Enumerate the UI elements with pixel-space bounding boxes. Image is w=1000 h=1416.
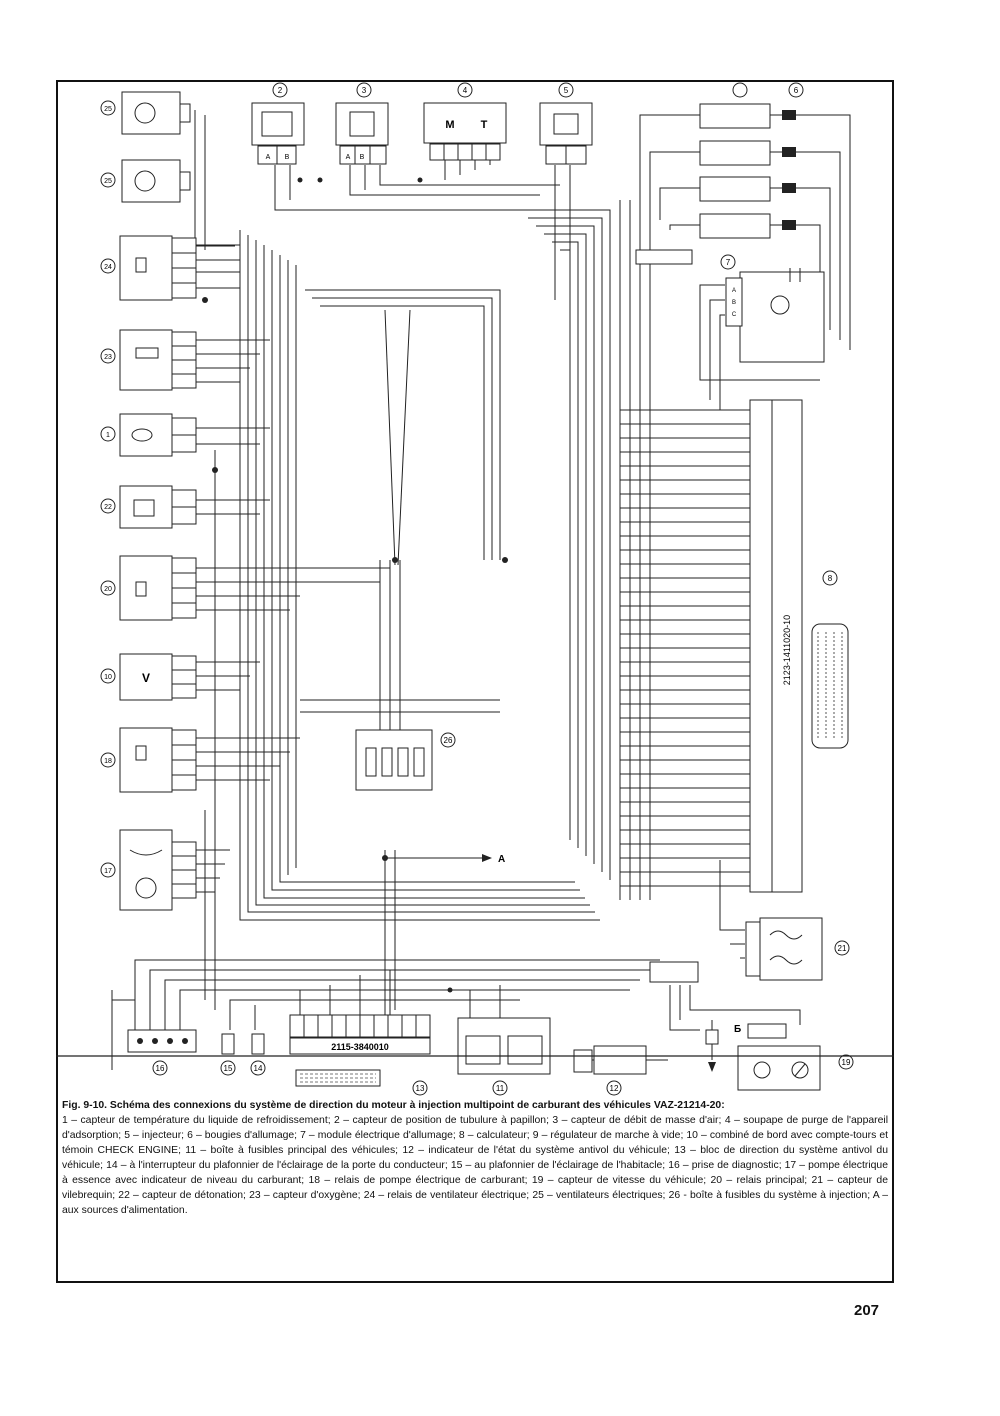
injector-label-m: M xyxy=(445,119,454,131)
component-23-oxygen-sensor: 23 xyxy=(100,329,197,391)
component-19-speed-sensor: 19 xyxy=(737,1023,854,1091)
component-number: 25 xyxy=(104,106,112,113)
svg-text:B: B xyxy=(360,154,365,161)
arrow-label-b: Б xyxy=(734,1024,741,1035)
component-number: 19 xyxy=(842,1058,851,1067)
component-12-immobilizer-indicator xyxy=(295,1069,381,1087)
component-number: 25 xyxy=(104,178,112,185)
component-15-cabin-light: 15 xyxy=(220,1033,236,1076)
component-number: 24 xyxy=(104,264,112,271)
component-number: 10 xyxy=(104,674,112,681)
svg-text:B: B xyxy=(732,300,736,306)
figure-title: Fig. 9-10. Schéma des connexions du syst… xyxy=(62,1100,725,1111)
harness-top-connections xyxy=(274,160,571,300)
component-4-injector-block: M T 4 xyxy=(423,82,507,161)
component-number: 5 xyxy=(564,86,569,95)
component-21-crankshaft-sensor: 21 xyxy=(745,917,850,981)
svg-text:A: A xyxy=(346,154,351,161)
component-number: 17 xyxy=(104,868,112,875)
component-number: 16 xyxy=(156,1064,165,1073)
component-number: 1 xyxy=(106,432,110,439)
component-25-fan-1: 25 xyxy=(100,91,191,135)
injector-label-t: T xyxy=(481,119,488,131)
component-8-ecu: 2123-1411020-10 8 xyxy=(749,399,849,893)
harness-bundle-center xyxy=(300,289,501,740)
component-3-air-mass-sensor: 3 A B xyxy=(335,82,389,165)
component-18-fuel-pump-relay: 18 xyxy=(100,727,197,793)
harness-right-connections xyxy=(639,114,851,959)
component-number: 18 xyxy=(104,758,112,765)
component-number: 15 xyxy=(224,1064,233,1073)
component-number: 8 xyxy=(828,574,833,583)
harness-ecu-pins xyxy=(620,409,750,887)
component-number: 22 xyxy=(104,504,112,511)
svg-text:C: C xyxy=(732,312,737,318)
ecu-part-number: 2123-1411020-10 xyxy=(782,615,792,685)
component-number: 26 xyxy=(444,736,453,745)
page-number: 207 xyxy=(854,1302,880,1319)
component-number: 7 xyxy=(726,258,731,267)
component-26-injection-fuse-box: 26 xyxy=(355,729,456,791)
component-number: 11 xyxy=(496,1084,505,1093)
svg-text:B: B xyxy=(285,154,290,161)
svg-text:A: A xyxy=(266,154,271,161)
component-number: 12 xyxy=(610,1084,619,1093)
component-5-purge-valve: 5 xyxy=(539,82,593,165)
wire-junctions xyxy=(202,177,508,993)
figure-legend: 1 – capteur de température du liquide de… xyxy=(62,1115,888,1216)
svg-text:A: A xyxy=(732,288,736,294)
component-7-ignition-module: 7 A B C xyxy=(720,254,825,363)
arrow-b-ground: Б xyxy=(705,1024,741,1072)
arrow-label-a: A xyxy=(498,854,505,865)
harness-bundle-left xyxy=(239,230,600,921)
component-number: 14 xyxy=(254,1064,263,1073)
arrow-a-power-sources: A xyxy=(400,854,505,865)
component-9-idle-regulator: 12 xyxy=(573,1045,668,1096)
component-number: 4 xyxy=(463,86,468,95)
component-20-main-relay: 20 xyxy=(100,555,197,621)
fuse-box-part-number: 2115-3840010 xyxy=(331,1042,389,1052)
component-10-instrument-cluster: V 10 xyxy=(100,653,197,701)
component-14-door-switch: 14 xyxy=(250,1033,266,1076)
figure-caption: Fig. 9-10. Schéma des connexions du syst… xyxy=(62,1098,888,1218)
component-24-fan-relay: 24 xyxy=(100,235,197,301)
component-1-coolant-temp-sensor: 1 xyxy=(100,413,197,457)
harness-left-connections xyxy=(194,110,390,1010)
component-2-throttle-sensor: 2 A B xyxy=(251,82,305,165)
component-number: 20 xyxy=(104,586,112,593)
component-22-knock-sensor: 22 xyxy=(100,485,197,529)
component-17-fuel-pump: 17 xyxy=(100,829,197,911)
component-number: 2 xyxy=(278,86,283,95)
figure-frame xyxy=(56,80,894,1283)
component-16-diagnostic-socket: 16 xyxy=(127,1029,197,1076)
component-number: 21 xyxy=(838,944,847,953)
wiring-diagram: 2 A B 3 A B M T 4 5 25 xyxy=(56,82,894,1096)
component-11-main-fuse-box: 11 xyxy=(457,1017,551,1096)
component-6-spark-plugs: 6 xyxy=(699,82,804,239)
component-number: 23 xyxy=(104,354,112,361)
component-number: 6 xyxy=(794,86,799,95)
voltage-symbol: V xyxy=(142,671,150,685)
connector-block-a xyxy=(635,249,699,983)
ecu-connector xyxy=(811,623,849,749)
component-number: 3 xyxy=(362,86,367,95)
component-13-immobilizer-unit: 2115-3840010 13 xyxy=(289,1014,431,1096)
component-25-fan-2: 25 xyxy=(100,159,191,203)
component-number: 13 xyxy=(416,1084,425,1093)
